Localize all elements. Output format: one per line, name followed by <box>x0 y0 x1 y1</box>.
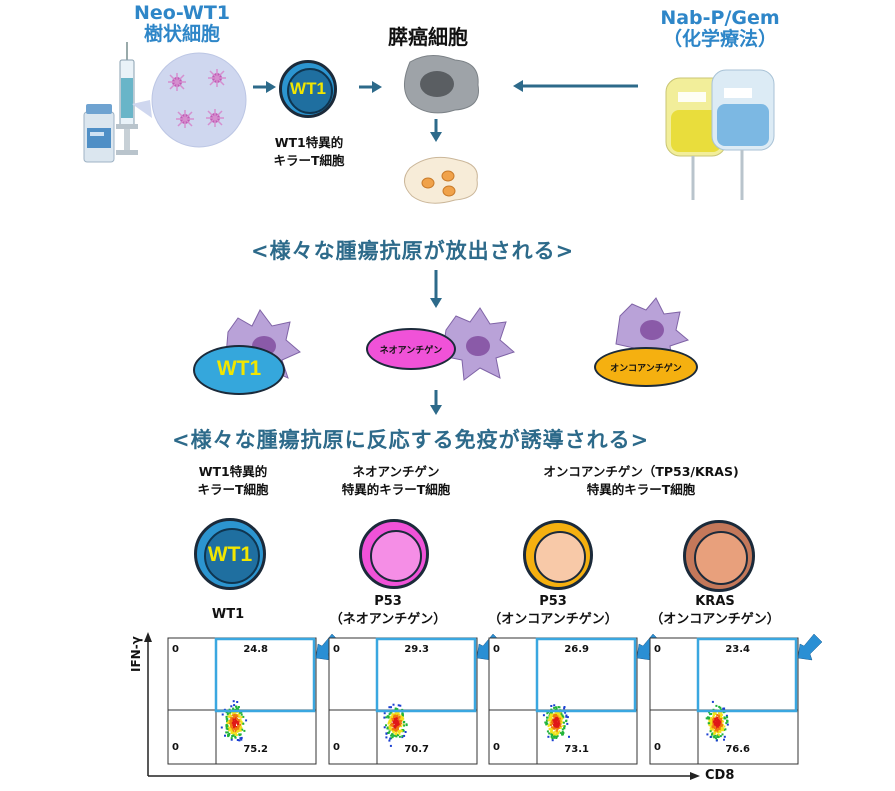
ctl-type-1-line1: WT1特異的 <box>198 464 268 479</box>
panel-label-4: KRAS （オンコアンチゲン） <box>640 593 790 629</box>
vaccine-title-line2: 樹状細胞 <box>143 23 220 45</box>
ctl-type-3-line1: オンコアンチゲン（TP53/KRAS) <box>543 464 739 479</box>
panel-4-upper-pct: 23.4 <box>725 644 750 655</box>
gate-box-2 <box>375 637 477 713</box>
y-axis-label: IFN-γ <box>129 636 143 672</box>
panel-2-lower-pct: 70.7 <box>404 744 429 755</box>
panel-3-label-line2: （オンコアンチゲン） <box>488 612 618 627</box>
neoantigen-ellipse: ネオアンチゲン <box>366 328 456 370</box>
panel-4-zero-top: 0 <box>654 644 661 655</box>
kras-ctl-cell <box>683 520 755 592</box>
p53-onco-ctl-cell <box>523 520 593 590</box>
dendritic-cell-bubble <box>132 52 247 148</box>
antigen-release-heading: <様々な腫瘍抗原が放出される> <box>251 239 575 263</box>
panel-2-label-line1: P53 <box>374 594 402 609</box>
panel-4-label-line2: （オンコアンチゲン） <box>650 612 780 627</box>
panel-2-upper-pct: 29.3 <box>404 644 429 655</box>
panel-1-zero-top: 0 <box>172 644 179 655</box>
panel-2-zero-top: 0 <box>333 644 340 655</box>
panel-4-label-line1: KRAS <box>695 594 735 609</box>
wt1-ctl-label-line2: キラーT細胞 <box>273 153 345 168</box>
vaccine-title-line1: Neo-WT1 <box>133 2 230 24</box>
vaccine-title: Neo-WT1 樹状細胞 <box>112 3 252 45</box>
panel-frame-2 <box>328 637 478 765</box>
gate-box-1 <box>214 637 316 713</box>
gate-arrow-icon-4 <box>797 633 823 661</box>
immune-induction-heading: <様々な腫瘍抗原に反応する免疫が誘導される> <box>172 428 650 452</box>
vial-icon <box>83 104 115 163</box>
panel-label-1: WT1 <box>180 606 276 624</box>
wt1-cell-text: WT1 <box>290 79 326 98</box>
syringe-icon <box>116 42 138 155</box>
wt1-antigen-text: WT1 <box>216 357 262 380</box>
oncoantigen-text: オンコアンチゲン <box>610 364 682 374</box>
panel-1-lower-pct: 75.2 <box>243 744 268 755</box>
panel-3-zero-top: 0 <box>493 644 500 655</box>
top-illustration <box>83 42 775 204</box>
panel-2-zero-bottom: 0 <box>333 742 340 753</box>
chemo-title: Nab-P/Gem （化学療法） <box>620 8 820 50</box>
wt1-ctl-cell-text: WT1 <box>207 543 253 566</box>
wt1-t-cell: WT1 <box>279 60 337 118</box>
ctl-type-label-2: ネオアンチゲン 特異的キラーT細胞 <box>318 463 474 499</box>
panel-3-zero-bottom: 0 <box>493 742 500 753</box>
panel-1-label-line1: WT1 <box>211 607 245 622</box>
wt1-ctl-label: WT1特異的 キラーT細胞 <box>266 134 352 170</box>
ctl-type-label-3: オンコアンチゲン（TP53/KRAS) 特異的キラーT細胞 <box>506 463 776 499</box>
panel-3-lower-pct: 73.1 <box>564 744 589 755</box>
panel-3-label-line1: P53 <box>539 594 567 609</box>
panel-label-3: P53 （オンコアンチゲン） <box>478 593 628 629</box>
cancer-cell-title: 膵癌細胞 <box>388 25 468 49</box>
ctl-type-2-line2: 特異的キラーT細胞 <box>341 482 451 497</box>
panel-frame-3 <box>488 637 638 765</box>
x-axis-label: CD8 <box>705 768 735 783</box>
chemo-title-line1: Nab-P/Gem <box>660 7 780 29</box>
ctl-type-3-line2: 特異的キラーT細胞 <box>586 482 696 497</box>
wt1-ctl-label-line1: WT1特異的 <box>274 135 344 150</box>
neoantigen-text: ネオアンチゲン <box>379 346 443 356</box>
iv-bag-icon <box>665 69 775 200</box>
ctl-type-1-line2: キラーT細胞 <box>197 482 269 497</box>
gate-box-3 <box>535 637 637 713</box>
panel-4-zero-bottom: 0 <box>654 742 661 753</box>
panel-frame-1 <box>167 637 317 765</box>
panel-1-zero-bottom: 0 <box>172 742 179 753</box>
panel-4-lower-pct: 76.6 <box>725 744 750 755</box>
neo-ctl-cell <box>359 519 429 589</box>
chemo-title-line2: （化学療法） <box>662 28 777 50</box>
panel-label-2: P53 （ネオアンチゲン） <box>318 593 458 629</box>
oncoantigen-ellipse: オンコアンチゲン <box>594 347 698 387</box>
wt1-antigen-ellipse: WT1 <box>193 345 285 395</box>
wt1-ctl-cell: WT1 <box>194 518 266 590</box>
ctl-type-label-1: WT1特異的 キラーT細胞 <box>180 463 286 499</box>
panel-1-upper-pct: 24.8 <box>243 644 268 655</box>
panel-3-upper-pct: 26.9 <box>564 644 589 655</box>
gate-box-4 <box>696 637 798 713</box>
panel-frame-4 <box>649 637 799 765</box>
flow-cytometry-panels: 0 0 24.8 75.2 0 0 29.3 70.7 0 0 26.9 73.1 0 0 23.4 76.6 <box>144 632 823 780</box>
panel-2-label-line2: （ネオアンチゲン） <box>329 612 447 627</box>
ctl-type-2-line1: ネオアンチゲン <box>352 464 440 479</box>
